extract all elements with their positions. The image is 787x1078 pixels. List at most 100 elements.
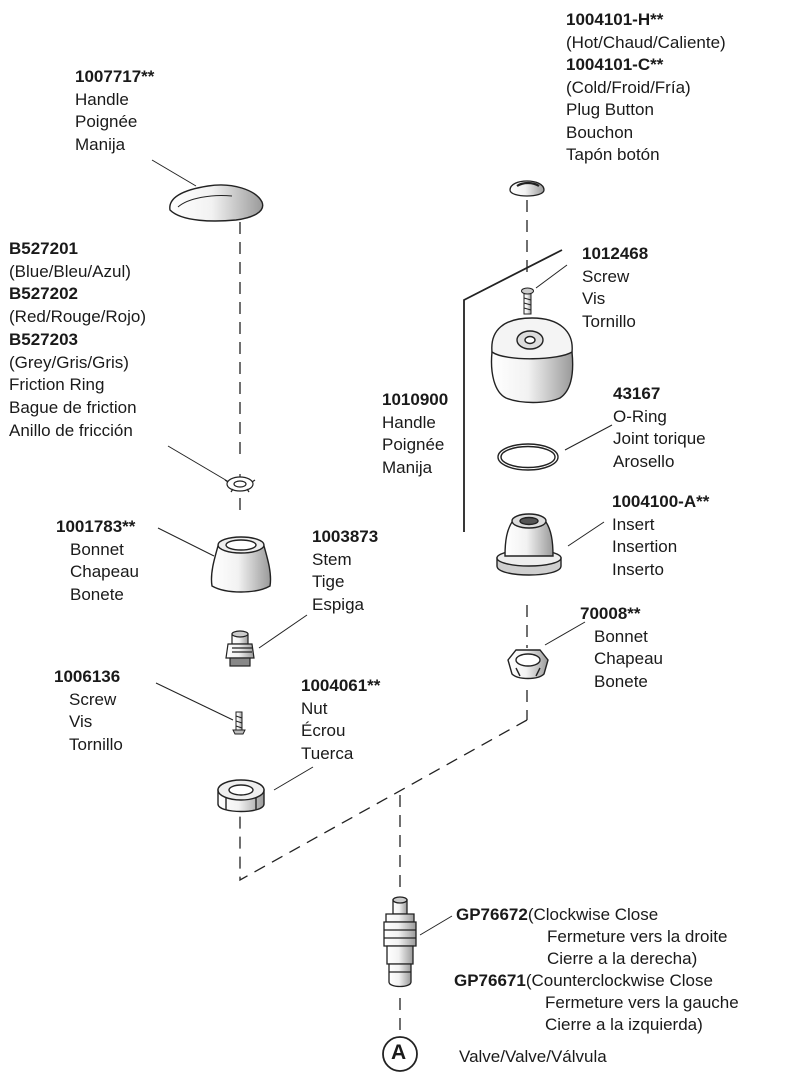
desc-line1: (Counterclockwise Close <box>525 971 713 990</box>
part-number-hot: 1004101-H** <box>566 10 664 29</box>
desc-es: Arosello <box>613 451 675 471</box>
desc-es: Bonete <box>594 671 648 691</box>
desc-fr: Poignée <box>75 112 138 131</box>
lever-handle-icon <box>169 184 264 222</box>
desc-fr: Tige <box>312 572 345 591</box>
desc-en: Bonnet <box>594 626 648 646</box>
bonnet-right-icon <box>507 649 549 680</box>
stem-icon <box>225 630 255 667</box>
desc-es: Inserto <box>612 559 664 579</box>
label-handle-left: 1007717** Handle Poignée Manija <box>75 66 154 156</box>
label-screw-right: 1012468 Screw Vis Tornillo <box>582 243 648 333</box>
oring-icon <box>497 443 559 471</box>
desc-cold: (Cold/Froid/Fría) <box>566 77 691 97</box>
label-valve-ccw: GP76671(Counterclockwise Close Fermeture… <box>454 970 739 1036</box>
label-friction-ring: B527201 (Blue/Bleu/Azul) B527202 (Red/Ro… <box>9 238 146 442</box>
part-number: 1010900 <box>382 390 449 409</box>
desc-es: Manija <box>382 457 433 477</box>
desc-line2: Fermeture vers la droite <box>547 927 728 946</box>
part-number-grey: B527203 <box>9 329 79 349</box>
desc-en: Plug Button <box>566 100 654 119</box>
leader-lines <box>151 159 613 936</box>
assembly-center-lines <box>239 200 528 1035</box>
screw-right-icon <box>521 287 534 315</box>
desc-es: Manija <box>75 134 126 154</box>
desc-hot: (Hot/Chaud/Caliente) <box>566 32 726 52</box>
part-number: GP76672 <box>456 905 528 924</box>
label-oring: 43167 O-Ring Joint torique Arosello <box>613 383 706 473</box>
desc-blue: (Blue/Bleu/Azul) <box>9 261 131 281</box>
nut-icon <box>217 779 265 813</box>
desc-es: Bonete <box>70 584 124 604</box>
desc-es: Anillo de fricción <box>9 420 133 440</box>
part-number: 43167 <box>613 384 661 403</box>
label-bonnet-right: 70008** Bonnet Chapeau Bonete <box>580 603 663 693</box>
desc-en: Insert <box>612 514 655 534</box>
desc-red: (Red/Rouge/Rojo) <box>9 307 147 327</box>
desc-es: Tapón botón <box>566 145 660 164</box>
part-number: 1004061** <box>301 676 381 695</box>
part-number: 1012468 <box>582 244 649 263</box>
label-screw-left: 1006136 Screw Vis Tornillo <box>54 666 123 756</box>
valve-ccw-line1: GP76671(Counterclockwise Close <box>454 970 739 992</box>
label-valve-cw: GP76672(Clockwise Close Fermeture vers l… <box>456 904 727 970</box>
part-number-red: B527202 <box>9 284 79 304</box>
desc-es: Tornillo <box>582 311 636 331</box>
desc-line1: (Clockwise Close <box>527 905 659 924</box>
desc-fr: Chapeau <box>594 649 664 668</box>
part-number: 1007717** <box>75 67 155 86</box>
friction-ring-icon <box>224 474 256 493</box>
label-handle-right: 1010900 Handle Poignée Manija <box>382 389 448 479</box>
valve-cw-line1: GP76672(Clockwise Close <box>456 904 727 926</box>
desc-en: Nut <box>301 698 328 718</box>
desc-es: Espiga <box>312 594 364 614</box>
desc-en: Handle <box>382 412 436 432</box>
desc-fr: Chapeau <box>70 562 140 581</box>
callout-circle <box>382 1036 418 1072</box>
desc-line2: Fermeture vers la gauche <box>545 993 739 1012</box>
label-insert: 1004100-A** Insert Insertion Inserto <box>612 491 709 581</box>
part-number: 1006136 <box>54 667 121 686</box>
part-number: 70008** <box>580 604 641 623</box>
desc-fr: Écrou <box>301 721 346 740</box>
valve-cartridge-icon <box>383 896 417 988</box>
desc-en: Stem <box>312 549 352 569</box>
desc-fr: Vis <box>582 289 606 308</box>
label-plug-button: 1004101-H** (Hot/Chaud/Caliente) 1004101… <box>566 9 726 167</box>
desc-en: O-Ring <box>613 406 667 426</box>
desc-grey: (Grey/Gris/Gris) <box>9 352 129 372</box>
part-number: 1004100-A** <box>612 492 710 511</box>
label-stem: 1003873 Stem Tige Espiga <box>312 526 378 616</box>
part-number: GP76671 <box>454 971 526 990</box>
bonnet-left-icon <box>210 536 272 593</box>
desc-en: Handle <box>75 89 129 109</box>
desc-en: Friction Ring <box>9 375 105 395</box>
desc-fr: Bouchon <box>566 122 634 142</box>
label-bonnet-left: 1001783** Bonnet Chapeau Bonete <box>56 516 139 606</box>
callout-letter: A <box>391 1041 407 1064</box>
desc-es: Tuerca <box>301 743 354 763</box>
label-valve-name: Valve/Valve/Válvula <box>459 1047 607 1066</box>
desc-en: Screw <box>582 266 630 286</box>
desc-es: Tornillo <box>69 734 123 754</box>
plug-button-icon <box>509 180 545 197</box>
desc-fr: Vis <box>69 712 93 731</box>
desc-fr: Joint torique <box>613 429 706 448</box>
handle-assembly-bracket <box>463 249 563 532</box>
desc-en: Screw <box>69 689 117 709</box>
desc-line3: Cierre a la izquierda) <box>545 1015 703 1034</box>
desc-fr: Bague de friction <box>9 397 137 417</box>
knob-handle-icon <box>490 317 574 404</box>
desc-line3: Cierre a la derecha) <box>547 949 698 968</box>
desc-fr: Poignée <box>382 435 445 454</box>
desc-en: Bonnet <box>70 539 124 559</box>
label-nut: 1004061** Nut Écrou Tuerca <box>301 675 380 765</box>
desc-fr: Insertion <box>612 537 678 556</box>
screw-left-icon <box>232 711 246 735</box>
insert-icon <box>496 513 562 576</box>
part-number: 1003873 <box>312 527 379 546</box>
part-number-blue: B527201 <box>9 239 79 258</box>
part-number: 1001783** <box>56 517 136 536</box>
part-number-cold: 1004101-C** <box>566 55 664 74</box>
